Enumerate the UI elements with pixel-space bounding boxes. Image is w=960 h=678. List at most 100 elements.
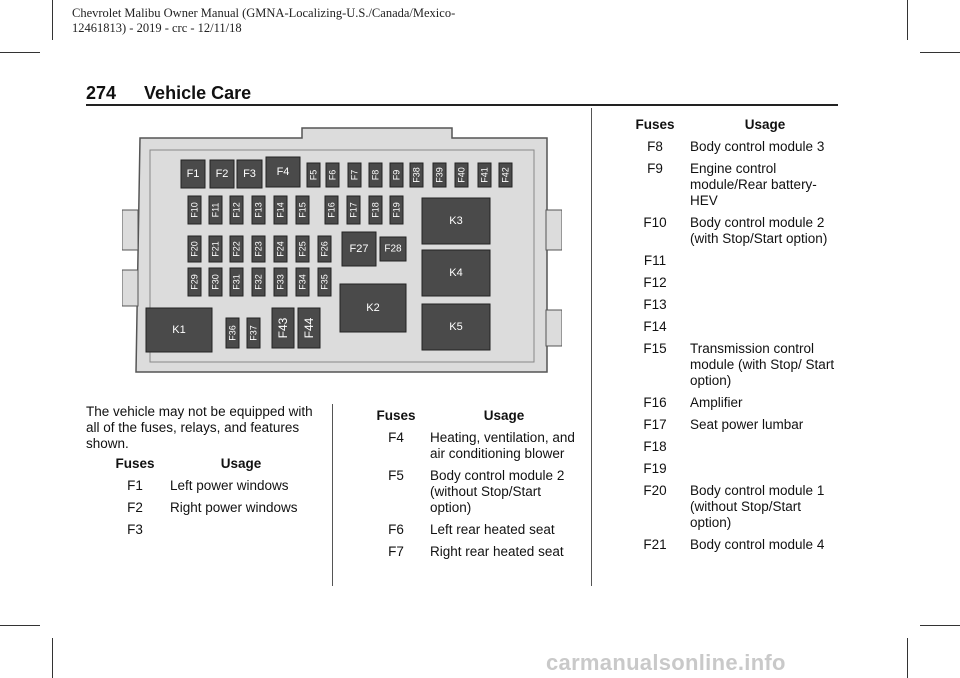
usage-cell: Amplifier (690, 395, 743, 410)
fuse-cell: F19 (643, 461, 667, 476)
fuse-f32: F32 (251, 267, 266, 297)
svg-text:F16: F16 (327, 202, 337, 218)
fuses-header: Fuses (635, 117, 675, 132)
fuse-f35: F35 (317, 267, 332, 297)
fuse-f3: F3 (236, 159, 263, 189)
svg-text:F22: F22 (232, 241, 242, 257)
svg-text:F21: F21 (211, 241, 221, 257)
table-row: F13 (620, 297, 840, 319)
fuse-f19: F19 (389, 195, 404, 225)
usage-cell (690, 275, 840, 297)
table-row: F19 (620, 461, 840, 483)
svg-text:F44: F44 (302, 317, 316, 338)
section-title: Vehicle Care (144, 83, 252, 103)
svg-text:F5: F5 (309, 170, 319, 181)
svg-text:F18: F18 (371, 202, 381, 218)
fuse-f38: F38 (409, 162, 424, 188)
svg-text:F26: F26 (320, 241, 330, 257)
side-tab (545, 309, 562, 347)
fuse-cell: F7 (388, 544, 404, 559)
title-rule (86, 104, 838, 106)
fuse-f7: F7 (347, 162, 362, 188)
svg-text:F37: F37 (249, 325, 259, 341)
svg-text:F10: F10 (190, 202, 200, 218)
fuse-f2: F2 (209, 159, 235, 189)
svg-text:F8: F8 (371, 170, 381, 181)
svg-text:F40: F40 (457, 167, 467, 183)
fuse-f31: F31 (229, 267, 244, 297)
svg-text:F13: F13 (254, 202, 264, 218)
crop-mark (907, 0, 908, 40)
svg-text:F12: F12 (232, 202, 242, 218)
fuse-f8: F8 (368, 162, 383, 188)
fuse-cell: F5 (388, 468, 404, 483)
svg-text:F7: F7 (350, 170, 360, 181)
fuse-f9: F9 (389, 162, 404, 188)
table-row: F18 (620, 439, 840, 461)
fuse-f27: F27 (341, 231, 377, 267)
svg-text:F25: F25 (298, 241, 308, 257)
svg-text:F20: F20 (190, 241, 200, 257)
usage-header: Usage (220, 456, 262, 471)
svg-text:K1: K1 (172, 324, 185, 336)
svg-text:F24: F24 (276, 241, 286, 257)
svg-text:K2: K2 (366, 302, 379, 314)
fuse-f28: F28 (379, 236, 407, 262)
svg-text:K5: K5 (449, 321, 462, 333)
fuse-f42: F42 (498, 162, 513, 188)
svg-text:F29: F29 (190, 274, 200, 290)
svg-text:F9: F9 (392, 170, 402, 181)
column-divider (332, 404, 333, 586)
table-row: F14 (620, 319, 840, 341)
svg-text:F30: F30 (211, 274, 221, 290)
fuse-f43: F43 (271, 307, 295, 349)
fuse-f33: F33 (273, 267, 288, 297)
fuse-cell: F16 (643, 395, 667, 410)
crop-mark (907, 638, 908, 678)
page-number: 274 (86, 83, 117, 103)
fuse-cell: F8 (647, 139, 663, 154)
side-tab (122, 269, 139, 307)
usage-cell: Right power windows (170, 500, 298, 515)
fuse-f40: F40 (454, 162, 469, 188)
usage-cell: Right rear heated seat (430, 544, 564, 559)
fuse-cell: F1 (127, 478, 143, 493)
relay-k1: K1 (145, 307, 213, 353)
fuse-cell: F17 (643, 417, 667, 432)
fuse-f29: F29 (187, 267, 202, 297)
fuse-f6: F6 (325, 162, 340, 188)
svg-text:F11: F11 (211, 203, 221, 218)
fuse-f10: F10 (187, 195, 202, 225)
fuse-cell: F4 (388, 430, 404, 445)
crop-mark (52, 0, 53, 40)
usage-cell: Body control module 2 (without Stop/Star… (430, 468, 565, 515)
fuse-f23: F23 (251, 235, 266, 263)
table-row: F3 (100, 522, 312, 544)
running-header: Chevrolet Malibu Owner Manual (GMNA-Loca… (72, 6, 455, 36)
svg-text:F1: F1 (187, 168, 200, 180)
usage-header: Usage (483, 408, 525, 423)
usage-cell: Transmission control module (with Stop/ … (690, 341, 835, 388)
table-row: F5 Body control module 2 (without Stop/St… (362, 468, 578, 522)
fuse-f4: F4 (265, 156, 301, 188)
fuse-cell: F12 (643, 275, 667, 290)
svg-text:F19: F19 (392, 202, 402, 218)
fuse-f17: F17 (346, 195, 361, 225)
fuse-f18: F18 (368, 195, 383, 225)
svg-text:F27: F27 (350, 243, 369, 255)
svg-text:F3: F3 (243, 168, 256, 180)
fuse-f13: F13 (251, 195, 266, 225)
table-row: F16 Amplifier (620, 395, 840, 417)
relay-k5: K5 (421, 303, 491, 351)
crop-mark (920, 625, 960, 626)
fuses-header: Fuses (115, 456, 155, 471)
usage-cell: Body control module 4 (690, 537, 825, 552)
